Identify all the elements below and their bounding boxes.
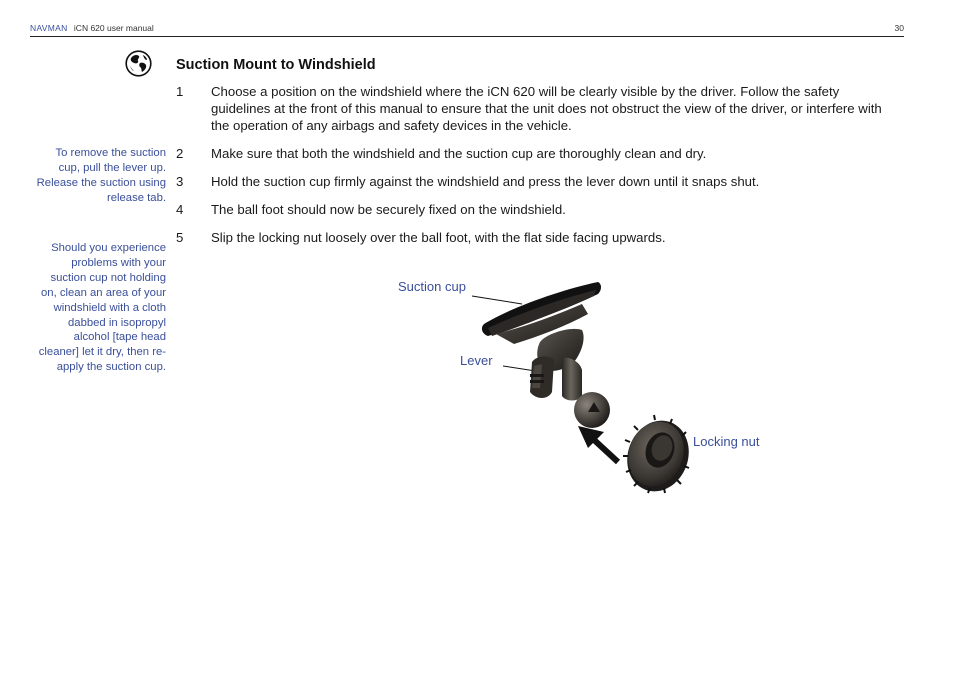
section-title: Suction Mount to Windshield [176, 57, 376, 73]
header-rule [30, 36, 904, 37]
brand-name: NAVMAN [30, 23, 68, 33]
step-item: 2 Make sure that both the windshield and… [176, 145, 896, 162]
step-item: 1 Choose a position on the windshield wh… [176, 83, 896, 135]
page-number: 30 [894, 23, 904, 33]
sidebar-note: Should you experience problems with your… [38, 242, 166, 374]
lever-label: Lever [460, 353, 493, 368]
step-item: 3 Hold the suction cup firmly against th… [176, 173, 896, 190]
direction-arrow [578, 426, 621, 465]
suction-cup [481, 282, 601, 344]
page-header: NAVMAN iCN 620 user manual 30 [30, 23, 904, 37]
suction-mount-illustration [471, 282, 690, 494]
step-text: Choose a position on the windshield wher… [211, 84, 882, 134]
step-number: 1 [176, 84, 184, 99]
step-text: Slip the locking nut loosely over the ba… [211, 230, 666, 246]
locking-nut [623, 414, 690, 494]
step-text: Make sure that both the windshield and t… [211, 145, 707, 161]
globe-icon [125, 50, 152, 77]
ball-foot [574, 392, 610, 428]
step-number: 5 [176, 230, 184, 246]
step-text: The ball foot should now be securely fix… [211, 202, 566, 218]
locking-nut-label: Locking nut [693, 434, 760, 449]
mount-body [530, 328, 584, 401]
document-title: iCN 620 user manual [73, 23, 154, 33]
step-item: 4 The ball foot should now be securely f… [176, 201, 896, 218]
step-number: 3 [176, 173, 184, 189]
step-number: 4 [176, 202, 184, 218]
instruction-steps: 1 Choose a position on the windshield wh… [176, 83, 896, 246]
step-number: 2 [176, 145, 184, 161]
step-text: Hold the suction cup firmly against the … [211, 173, 760, 189]
suction-cup-label: Suction cup [398, 279, 466, 294]
step-item: 5 Slip the locking nut loosely over the … [176, 229, 896, 246]
suction-cup-pointer [471, 295, 523, 305]
sidebar-note: To remove the suction cup, pull the leve… [36, 147, 166, 204]
